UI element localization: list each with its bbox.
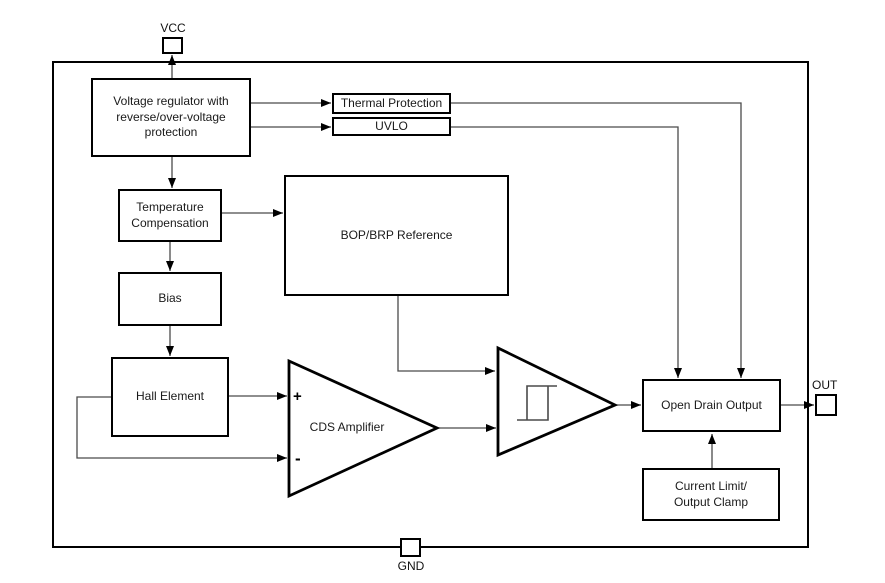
voltage-regulator-label: Voltage regulator with reverse/over-volt… bbox=[113, 93, 229, 140]
voltage-regulator-block: Voltage regulator with reverse/over-volt… bbox=[91, 78, 251, 157]
gnd-pin-label: GND bbox=[397, 559, 425, 573]
current-limit-label: Current Limit/ Output Clamp bbox=[673, 478, 749, 509]
bop-brp-reference-block: BOP/BRP Reference bbox=[284, 175, 509, 296]
thermal-protection-block: Thermal Protection bbox=[332, 93, 451, 114]
temperature-compensation-label: Temperature Compensation bbox=[131, 199, 209, 230]
current-limit-block: Current Limit/ Output Clamp bbox=[642, 468, 780, 521]
bop-brp-reference-label: BOP/BRP Reference bbox=[340, 227, 453, 242]
hall-element-block: Hall Element bbox=[111, 357, 229, 437]
vcc-pin-pad bbox=[162, 37, 183, 54]
open-drain-output-label: Open Drain Output bbox=[661, 397, 762, 412]
out-pin-pad bbox=[815, 394, 837, 416]
cds-minus-input-sign: - bbox=[295, 449, 301, 468]
out-pin-label: OUT bbox=[812, 378, 838, 392]
uvlo-block: UVLO bbox=[332, 117, 451, 136]
cds-amplifier-label: CDS Amplifier bbox=[309, 420, 385, 434]
thermal-protection-label: Thermal Protection bbox=[340, 95, 443, 110]
bias-label: Bias bbox=[158, 291, 182, 306]
vcc-pin-label: VCC bbox=[160, 21, 186, 35]
hall-element-label: Hall Element bbox=[135, 389, 205, 404]
uvlo-label: UVLO bbox=[375, 118, 408, 133]
open-drain-output-block: Open Drain Output bbox=[642, 379, 781, 432]
temperature-compensation-block: Temperature Compensation bbox=[118, 189, 222, 242]
cds-plus-input-sign: + bbox=[293, 388, 302, 405]
bias-block: Bias bbox=[118, 272, 222, 326]
gnd-pin-pad bbox=[400, 538, 421, 557]
ic-boundary bbox=[52, 61, 809, 548]
